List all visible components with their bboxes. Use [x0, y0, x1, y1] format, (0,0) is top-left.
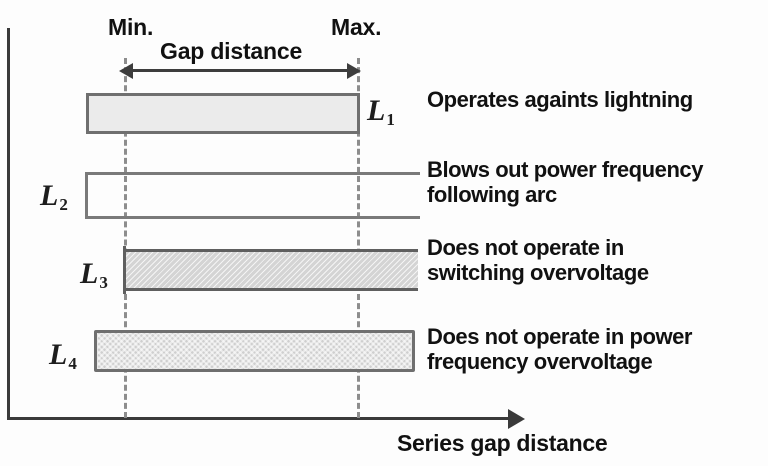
x-axis-arrow-icon: [508, 409, 525, 429]
min-label: Min.: [108, 14, 154, 40]
description-l2: Blows out power frequency following arc: [427, 157, 704, 207]
description-l3: Does not operate in switching overvoltag…: [427, 235, 649, 285]
gap-distance-arrow-right-icon: [347, 63, 361, 79]
bar-l3-left-edge: [123, 246, 126, 294]
bar-l1: [86, 93, 360, 134]
x-axis-title: Series gap distance: [397, 430, 608, 456]
bar-l4-label-sub: 4: [68, 354, 77, 373]
gap-distance-arrow-left-icon: [119, 63, 133, 79]
bar-l1-label-sub: 1: [386, 110, 395, 129]
description-l4: Does not operate in power frequency over…: [427, 324, 693, 374]
bar-l2-left-edge: [85, 172, 88, 219]
bar-l1-label-text: L: [367, 94, 386, 127]
bar-l3-label: L3: [80, 257, 108, 292]
description-l1: Operates againts lightning: [427, 87, 693, 112]
gap-distance-label: Gap distance: [160, 38, 303, 64]
bar-l3-label-sub: 3: [99, 273, 108, 292]
y-axis: [7, 28, 10, 420]
bar-l4-label-text: L: [49, 338, 68, 371]
bar-l3: [124, 249, 418, 291]
bar-l2-bottom-edge: [85, 216, 420, 219]
x-axis: [7, 417, 512, 420]
bar-l4-label: L4: [49, 338, 77, 373]
bar-l2-label-text: L: [40, 179, 59, 212]
bar-l2-top-edge: [85, 172, 420, 175]
bar-l3-label-text: L: [80, 257, 99, 290]
max-label: Max.: [331, 14, 382, 40]
bar-l1-label: L1: [367, 94, 395, 129]
bar-l2-label: L2: [40, 179, 68, 214]
bar-l2-label-sub: 2: [59, 195, 68, 214]
max-guide-line: [357, 58, 360, 418]
min-guide-line: [124, 58, 127, 418]
gap-distance-arrow-line: [130, 69, 352, 72]
bar-l4: [94, 330, 415, 372]
